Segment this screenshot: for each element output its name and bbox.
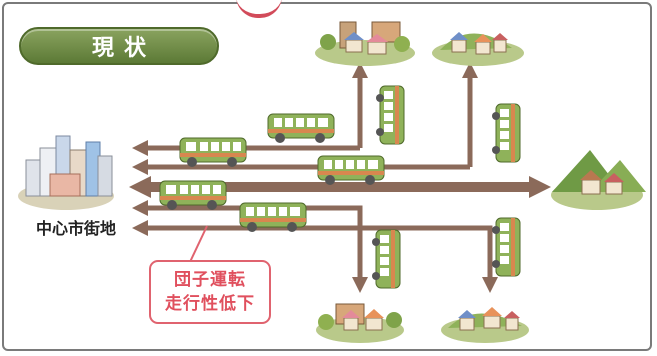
bus-icon <box>317 155 385 185</box>
suburban-town-icon <box>441 307 529 343</box>
page-title: 現状 <box>91 36 156 61</box>
bus-icon <box>372 229 401 289</box>
status-title-badge: 現状 <box>19 27 219 65</box>
bus-icon <box>267 113 335 143</box>
bus-icon <box>492 217 521 277</box>
callout-line-1: 団子運転 <box>174 270 246 290</box>
suburban-town-icon <box>432 32 524 66</box>
problem-callout: 団子運転 走行性低下 <box>149 260 271 324</box>
bus-icon <box>376 85 405 145</box>
city-buildings-icon <box>18 135 114 210</box>
callout-pointer <box>189 225 208 263</box>
bus-icon <box>179 137 247 167</box>
suburban-town-icon <box>316 303 404 343</box>
bus-icon <box>159 180 227 210</box>
mountain-village-icon <box>551 150 646 210</box>
bus-icon <box>492 103 521 163</box>
city-center-label: 中心市街地 <box>35 219 116 238</box>
frame-top-tab <box>236 0 282 18</box>
suburban-town-icon <box>315 21 415 66</box>
callout-line-2: 走行性低下 <box>165 294 255 314</box>
bus-icon <box>239 202 307 232</box>
